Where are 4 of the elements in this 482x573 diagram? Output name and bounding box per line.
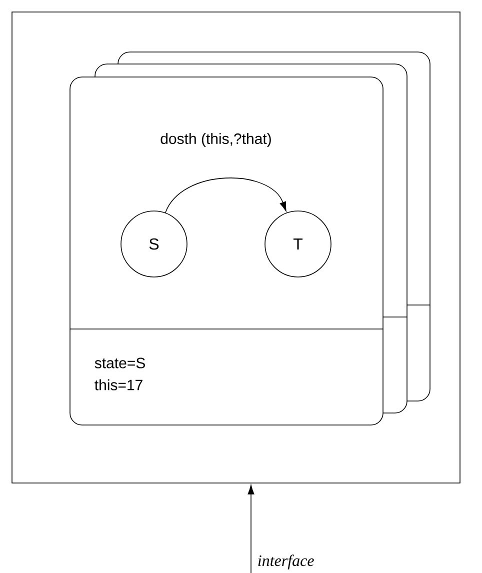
arrow xyxy=(165,178,286,214)
outer-box xyxy=(12,12,460,484)
arrow xyxy=(248,484,254,573)
edge-label: interface xyxy=(256,554,316,570)
